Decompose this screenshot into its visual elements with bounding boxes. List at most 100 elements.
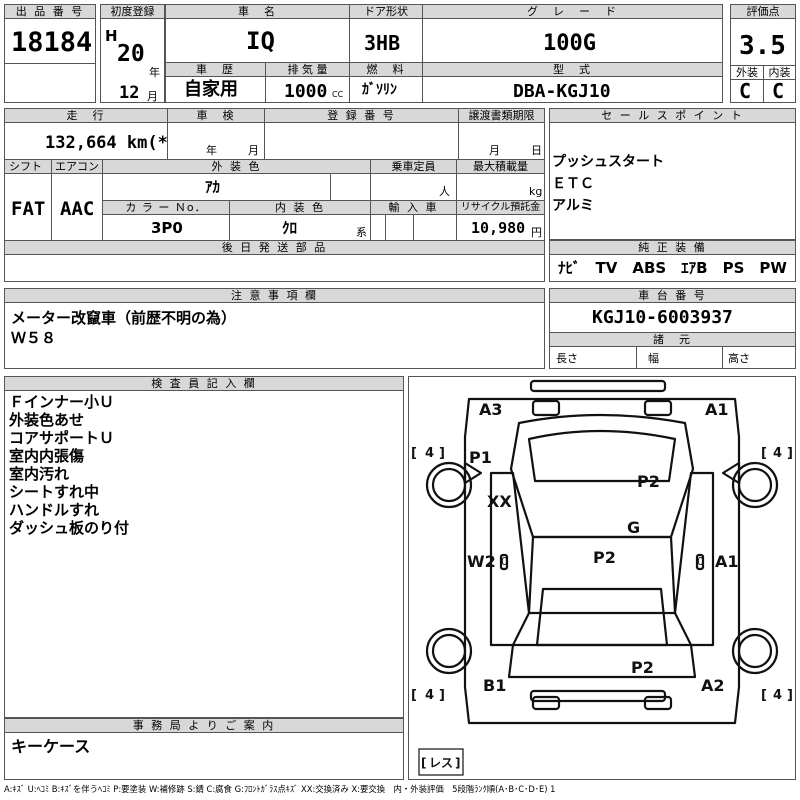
import-label: 輸 入 車 bbox=[371, 201, 456, 215]
specs-label: 諸 元 bbox=[550, 332, 795, 347]
chassis-cell: 車 台 番 号 KGJ10-6003937 諸 元 長さ 幅 高さ bbox=[549, 288, 796, 369]
int-color-cell: 内 装 色 ｸﾛ 系 bbox=[229, 200, 371, 241]
first-registration-cell: 初度登録 H 20 年 12 月 bbox=[100, 4, 165, 103]
fuel-label: 燃 料 bbox=[350, 63, 422, 77]
first-registration-label: 初度登録 bbox=[101, 5, 164, 19]
color-no-value: 3P0 bbox=[151, 219, 183, 237]
inspector-label: 検 査 員 記 入 欄 bbox=[5, 377, 403, 391]
recycle-value: 10,980 bbox=[471, 219, 526, 237]
recycle-unit: 円 bbox=[531, 226, 542, 239]
int-score-value: C bbox=[772, 79, 785, 103]
grade-cell: グ レ ー ド 100G bbox=[422, 4, 723, 63]
int-color-suffix: 系 bbox=[356, 226, 367, 239]
office-label: 事 務 局 よ り ご 案 内 bbox=[5, 719, 403, 733]
lot-number-cell: 出 品 番 号 18184 bbox=[4, 4, 96, 103]
zero-mark: 0 bbox=[697, 555, 704, 568]
model-code-cell: 型 式 DBA-KGJ10 bbox=[422, 62, 723, 103]
transfer-month-suffix: 月 bbox=[489, 144, 500, 157]
recycle-label: リサイクル預託金 bbox=[457, 201, 544, 215]
aircon-value: AAC bbox=[60, 198, 95, 220]
month-suffix: 月 bbox=[147, 90, 158, 103]
lot-number-value: 18184 bbox=[11, 27, 93, 58]
tire-bracket: [ bbox=[411, 446, 417, 461]
rest-label: レス bbox=[429, 756, 453, 770]
score-value: 3.5 bbox=[739, 31, 786, 61]
shift-value: FAT bbox=[11, 198, 46, 220]
inspector-line: ダッシュ板のり付 bbox=[9, 519, 130, 537]
color-no-cell: カ ラ ー Ｎo． 3P0 bbox=[102, 200, 230, 241]
ext-color-cell: 外 装 色 ｱｶ bbox=[102, 159, 371, 201]
svg-text:]: ] bbox=[787, 688, 793, 703]
svg-text:[: [ bbox=[421, 756, 426, 770]
svg-text:]: ] bbox=[439, 688, 445, 703]
car-name-label: 車 名 bbox=[166, 5, 349, 19]
svg-text:[: [ bbox=[761, 446, 767, 461]
inspector-line: 外装色あせ bbox=[9, 411, 85, 429]
history-cell: 車 歴 自家用 bbox=[165, 62, 266, 103]
history-value: 自家用 bbox=[184, 79, 238, 100]
transfer-day-suffix: 日 bbox=[531, 144, 542, 157]
score-label: 評価点 bbox=[731, 5, 795, 19]
chassis-label: 車 台 番 号 bbox=[550, 289, 795, 303]
max-load-unit: kg bbox=[529, 185, 543, 198]
notice-cell: 注 意 事 項 欄 メーター改竄車（前歴不明の為） Ｗ５８ bbox=[4, 288, 545, 369]
office-cell: 事 務 局 よ り ご 案 内 キーケース bbox=[4, 718, 404, 780]
inspector-line: ハンドルすれ bbox=[9, 501, 100, 519]
ext-color-value: ｱｶ bbox=[205, 178, 221, 196]
grade-label: グ レ ー ド bbox=[423, 5, 722, 19]
displacement-label: 排 気 量 bbox=[266, 63, 349, 77]
color-no-label: カ ラ ー Ｎo． bbox=[103, 201, 229, 215]
history-label: 車 歴 bbox=[166, 63, 265, 77]
model-code-label: 型 式 bbox=[423, 63, 722, 77]
inspector-line: コアサポートＵ bbox=[9, 429, 115, 447]
damage-diagram-cell: [4] [4] [4] [4] A3 A1 P1 P2 XX G W2 P2 A… bbox=[408, 376, 796, 780]
lot-number-label: 出 品 番 号 bbox=[5, 5, 95, 19]
max-load-cell: 最大積載量 kg bbox=[456, 159, 545, 201]
door-label: ドア形状 bbox=[350, 5, 422, 19]
equipment-cell: 純 正 装 備 ﾅﾋﾞ TV ABS ｴｱB PS PW bbox=[549, 240, 796, 282]
model-code-value: DBA-KGJ10 bbox=[513, 81, 611, 102]
displacement-unit: CC bbox=[332, 90, 344, 99]
damage-mark: B1 bbox=[483, 676, 506, 695]
max-load-label: 最大積載量 bbox=[457, 160, 544, 174]
door-value: 3HB bbox=[364, 31, 401, 55]
legend-text: A:ｷｽﾞ U:ﾍｺﾐ B:ｷｽﾞを伴うﾍｺﾐ P:要塗装 W:補修跡 S:錆 … bbox=[4, 784, 556, 794]
spec-height-label: 高さ bbox=[728, 352, 750, 365]
reg-number-label: 登 録 番 号 bbox=[265, 109, 458, 123]
fuel-value: ｶﾞｿﾘﾝ bbox=[362, 82, 397, 98]
svg-text:[: [ bbox=[411, 688, 417, 703]
recycle-cell: リサイクル預託金 10,980 円 bbox=[456, 200, 545, 241]
mileage-value: 132,664 km(*) bbox=[45, 133, 179, 153]
grade-value: 100G bbox=[543, 31, 596, 56]
inspection-label: 車 検 bbox=[168, 109, 264, 123]
tire-value: 4 bbox=[773, 688, 782, 703]
inspection-month-suffix: 月 bbox=[248, 144, 259, 157]
reg-number-cell: 登 録 番 号 bbox=[264, 108, 459, 160]
notice-line: Ｗ５８ bbox=[11, 329, 57, 347]
sales-point-item: ＥＴＣ bbox=[552, 176, 594, 192]
ext-score-value: C bbox=[739, 79, 752, 103]
capacity-cell: 乗車定員 人 bbox=[370, 159, 457, 201]
damage-mark: A2 bbox=[701, 676, 725, 695]
tire-value: 4 bbox=[425, 446, 434, 461]
equipment-value: ﾅﾋﾞ TV ABS ｴｱB PS PW bbox=[558, 259, 787, 277]
door-cell: ドア形状 3HB bbox=[349, 4, 423, 63]
damage-mark: A1 bbox=[715, 552, 739, 571]
ext-color-label: 外 装 色 bbox=[103, 160, 370, 174]
damage-mark: A1 bbox=[705, 400, 729, 419]
transfer-label: 譲渡書類期限 bbox=[459, 109, 544, 123]
sales-points-cell: セ ー ル ス ポ イ ン ト プッシュスタート ＥＴＣ アルミ bbox=[549, 108, 796, 240]
displacement-cell: 排 気 量 1000 CC bbox=[265, 62, 350, 103]
tire-value: 4 bbox=[773, 446, 782, 461]
reg-year-value: 20 bbox=[117, 41, 145, 67]
sales-points-label: セ ー ル ス ポ イ ン ト bbox=[550, 109, 795, 123]
year-suffix: 年 bbox=[149, 66, 160, 79]
int-color-value: ｸﾛ bbox=[282, 219, 298, 237]
int-score-label: 内装 bbox=[764, 66, 795, 80]
inspection-cell: 車 検 年 月 bbox=[167, 108, 265, 160]
damage-mark: P1 bbox=[469, 448, 492, 467]
svg-text:[: [ bbox=[761, 688, 767, 703]
damage-mark: P2 bbox=[631, 658, 654, 677]
car-name-cell: 車 名 IQ bbox=[165, 4, 350, 63]
sales-point-item: プッシュスタート bbox=[552, 154, 664, 170]
